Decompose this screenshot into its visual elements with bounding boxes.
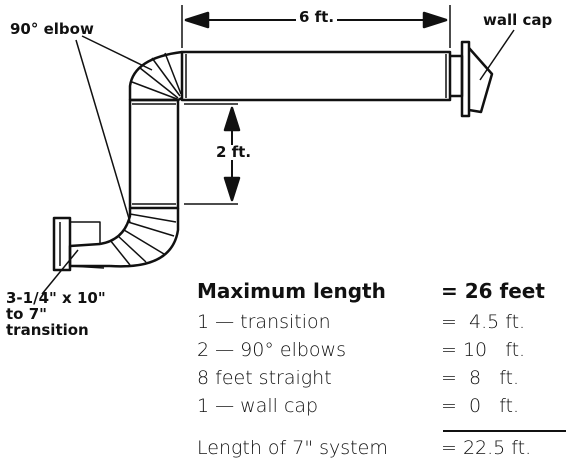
table-header-row: Maximum length = 26 feet bbox=[197, 279, 569, 307]
table-row: 2 — 90° elbows = 10 ft. bbox=[197, 339, 569, 367]
dimension-6ft: 6 ft. bbox=[296, 10, 338, 25]
table-row: 1 — transition = 4.5 ft. bbox=[197, 311, 569, 339]
row-label: 8 feet straight bbox=[197, 367, 332, 389]
row-value: = 0 ft. bbox=[441, 395, 520, 417]
transition-label-line3: transition bbox=[6, 321, 89, 339]
transition-label-line1: 3-1/4" x 10" bbox=[6, 289, 106, 307]
transition-leader bbox=[41, 249, 79, 295]
elbow-leader-1 bbox=[81, 35, 153, 71]
wall-cap-hood bbox=[468, 47, 494, 114]
elbow-label: 90° elbow bbox=[10, 20, 94, 38]
transition-label-line2: to 7" bbox=[6, 305, 47, 323]
row-label: 1 — wall cap bbox=[197, 395, 319, 417]
wall-cap-collar bbox=[450, 54, 464, 98]
dimension-2ft: 2 ft. bbox=[213, 145, 255, 160]
row-label: 2 — 90° elbows bbox=[197, 339, 346, 361]
table-row: 1 — wall cap = 0 ft. bbox=[197, 395, 569, 423]
wall-cap-plate bbox=[460, 40, 471, 118]
vertical-pipe bbox=[128, 98, 180, 210]
header-value: = 26 feet bbox=[441, 279, 545, 303]
row-value: = 4.5 ft. bbox=[441, 311, 526, 333]
header-label: Maximum length bbox=[197, 279, 386, 303]
table-row: 8 feet straight = 8 ft. bbox=[197, 367, 569, 395]
wall-cap-leader bbox=[479, 29, 515, 81]
wall-cap-label: wall cap bbox=[483, 11, 553, 29]
total-value: = 22.5 ft. bbox=[441, 437, 532, 459]
sum-rule bbox=[443, 430, 566, 432]
transition-piece bbox=[68, 242, 110, 268]
row-value: = 10 ft. bbox=[441, 339, 526, 361]
elbow-leader-2 bbox=[75, 39, 131, 223]
row-value: = 8 ft. bbox=[441, 367, 520, 389]
lower-elbow bbox=[99, 208, 180, 268]
total-label: Length of 7" system bbox=[197, 437, 388, 459]
row-label: 1 — transition bbox=[197, 311, 331, 333]
horizontal-pipe bbox=[180, 50, 452, 102]
table-total-row: Length of 7" system = 22.5 ft. bbox=[197, 437, 569, 465]
